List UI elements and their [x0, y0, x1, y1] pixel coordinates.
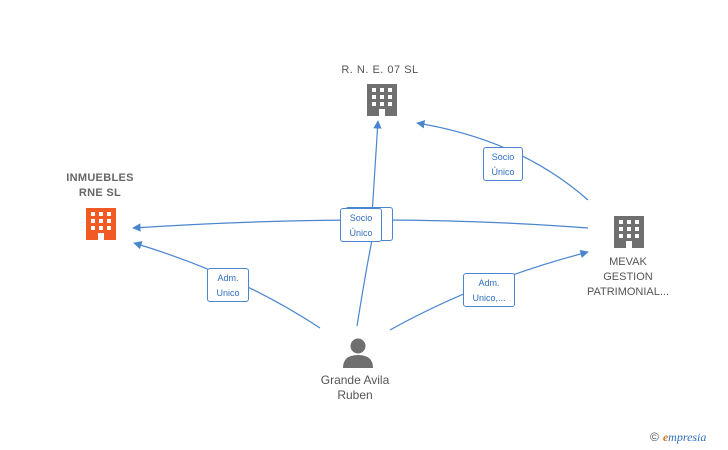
edge-label-line: Único — [491, 167, 515, 177]
edge-label-line: Adm. — [478, 278, 500, 288]
node-label-line: Ruben — [337, 388, 373, 402]
node-label-mevak[interactable]: MEVAK GESTION PATRIMONIAL... — [575, 255, 681, 300]
node-label-line: PATRIMONIAL... — [586, 286, 670, 298]
brand-initial: e — [662, 430, 669, 444]
node-label-line: Grande Avila — [320, 373, 390, 387]
edge-label-socio-unico: Socio Único — [483, 147, 523, 181]
edge-label-line: Unico — [216, 288, 240, 298]
person-icon[interactable] — [343, 338, 373, 369]
node-label-line: MEVAK — [609, 256, 647, 268]
edge-label-adm-unico: Adm. Unico — [207, 268, 249, 302]
node-label-line: RNE SL — [78, 187, 122, 199]
edge-label-line: Socio — [491, 152, 515, 162]
edge-label-line: Socio — [349, 213, 373, 223]
edge-label-line: Adm. — [217, 273, 239, 283]
edge-person-rne07-lower — [356, 239, 373, 327]
brand-logo: ©empresia — [650, 430, 706, 445]
edge-label-adm-unico: Adm. Unico,... — [463, 273, 515, 307]
node-label-person[interactable]: Grande Avila Ruben — [300, 373, 410, 403]
node-label-rne07[interactable]: R. N. E. 07 SL — [310, 63, 450, 78]
building-icon[interactable] — [614, 216, 644, 248]
edge-person-rne07 — [371, 120, 382, 216]
building-icon[interactable] — [367, 84, 397, 116]
node-label-line: R. N. E. 07 SL — [341, 64, 419, 76]
building-icon-highlighted[interactable] — [86, 208, 116, 240]
copyright-symbol: © — [650, 430, 659, 444]
brand-name: mpresia — [668, 430, 707, 444]
edge-label-line: Unico,... — [472, 293, 506, 303]
node-label-line: GESTION — [603, 271, 653, 283]
node-label-inmuebles[interactable]: INMUEBLES RNE SL — [40, 171, 160, 201]
edge-label-socio-unico: Socio Único — [340, 208, 382, 242]
node-label-line: INMUEBLES — [66, 172, 134, 184]
edge-label-line: Único — [349, 228, 373, 238]
